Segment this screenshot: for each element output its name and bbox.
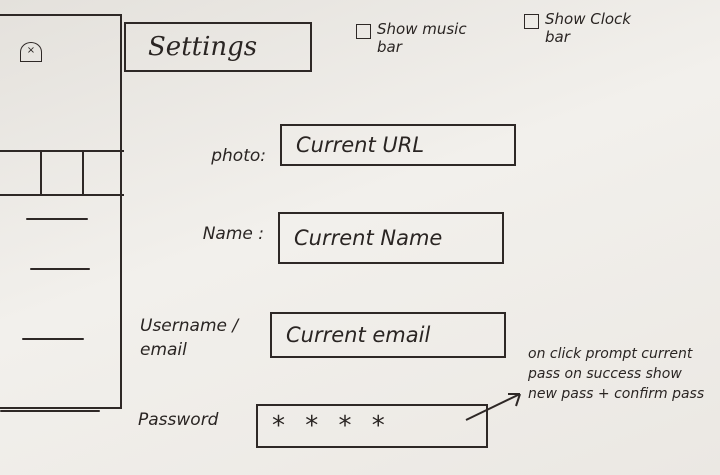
checkbox-icon[interactable] (524, 14, 539, 29)
page-title: Settings (124, 22, 312, 72)
name-field[interactable]: Current Name (278, 212, 504, 264)
username-label: Username / email (140, 316, 239, 360)
annotation-note: on click prompt current pass on success … (528, 346, 705, 402)
sidebar-item-3[interactable] (22, 338, 84, 340)
sidebar-tabs (0, 150, 124, 196)
sidebar-tab-1[interactable] (0, 152, 42, 194)
sidebar-tab-2[interactable] (42, 152, 84, 194)
sidebar-item-1[interactable] (26, 218, 88, 220)
close-icon[interactable]: × (20, 42, 42, 62)
email-field[interactable]: Current email (270, 312, 506, 358)
name-label: Name : (202, 224, 264, 244)
password-field[interactable]: * * * * (256, 404, 488, 448)
photo-url-field[interactable]: Current URL (280, 124, 516, 166)
sidebar-bottom-line (0, 410, 100, 412)
sidebar-item-2[interactable] (30, 268, 90, 270)
show-music-bar-label: Show music bar (377, 20, 467, 56)
sidebar-tab-3[interactable] (84, 152, 124, 194)
show-clock-bar-label: Show Clock bar (545, 10, 631, 46)
show-clock-bar-checkbox[interactable]: Show Clock bar (524, 10, 645, 46)
checkbox-icon[interactable] (356, 24, 371, 39)
sidebar: × (0, 14, 124, 412)
password-label: Password (138, 410, 219, 430)
photo-label: photo: (211, 146, 266, 166)
arrow-icon (465, 393, 521, 421)
show-music-bar-checkbox[interactable]: Show music bar (356, 20, 477, 56)
